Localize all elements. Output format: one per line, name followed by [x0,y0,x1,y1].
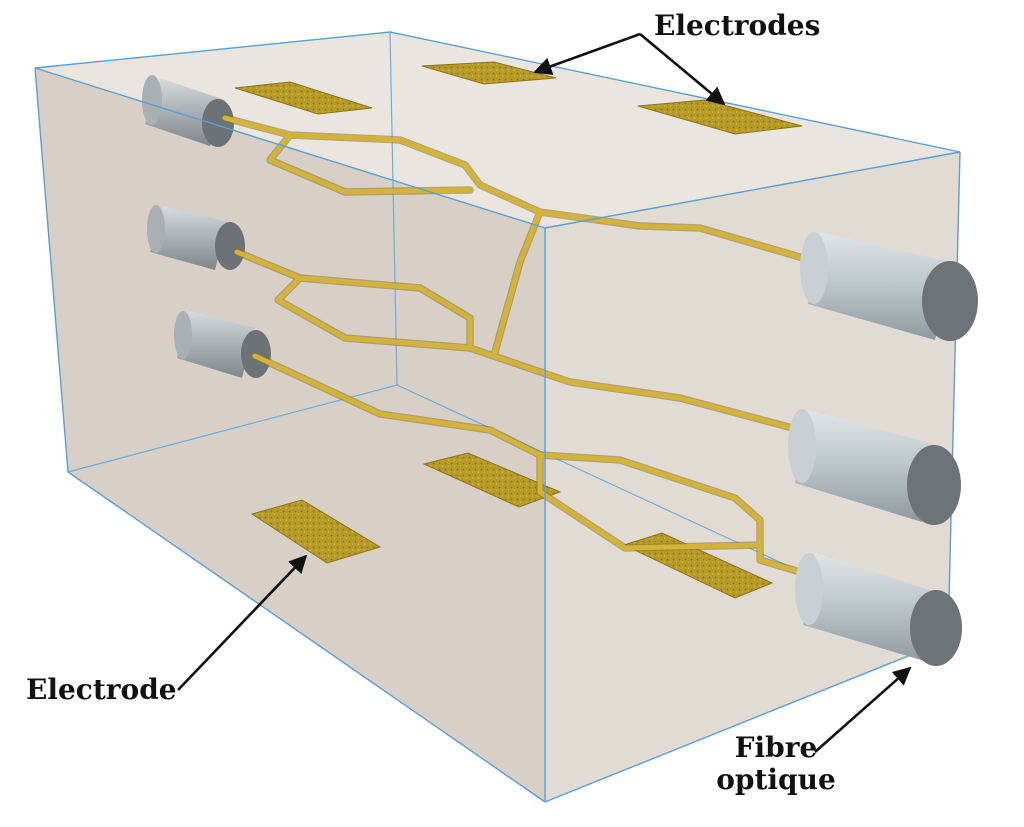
fiber-left-top [142,75,234,147]
right-fibers [788,232,978,666]
waveguide-top-path [222,115,813,263]
waveguides [221,114,814,579]
arrow-icon [533,32,641,75]
waveguide-bottom-branch [537,452,763,551]
fiber-left-middle [147,205,245,270]
waveguide-middle-path [234,249,803,433]
electrode-label: Electrode [26,673,177,706]
fibre-optique-label: Fibre optique [712,731,840,797]
block-top-face [35,32,960,228]
arrow-icon [814,666,912,753]
electrodes-label: Electrodes [654,9,821,42]
arrow-icon [639,33,726,106]
electrode-pad-top-1 [234,81,373,115]
fibre-label-line1: Fibre [734,731,818,764]
fibre-label-line2: optique [716,763,836,797]
block-front-edges [34,31,961,803]
waveguide-top-branch [267,132,473,195]
waveguide-coupler [492,209,543,355]
electrode-pad-top-3 [637,99,803,135]
fiber-right-bottom [795,553,962,666]
electrode-pad-top-2 [421,61,557,85]
waveguide-middle-branch [275,275,473,351]
fiber-right-middle [788,409,961,525]
annotation-arrows [177,32,912,753]
electrode-pad-bottom-1 [250,499,382,564]
waveguide-traces [222,115,813,578]
electrode-pad-bottom-2 [422,452,562,508]
fiber-right-top [800,232,978,341]
left-fibers [142,75,271,378]
arrow-icon [177,554,308,691]
